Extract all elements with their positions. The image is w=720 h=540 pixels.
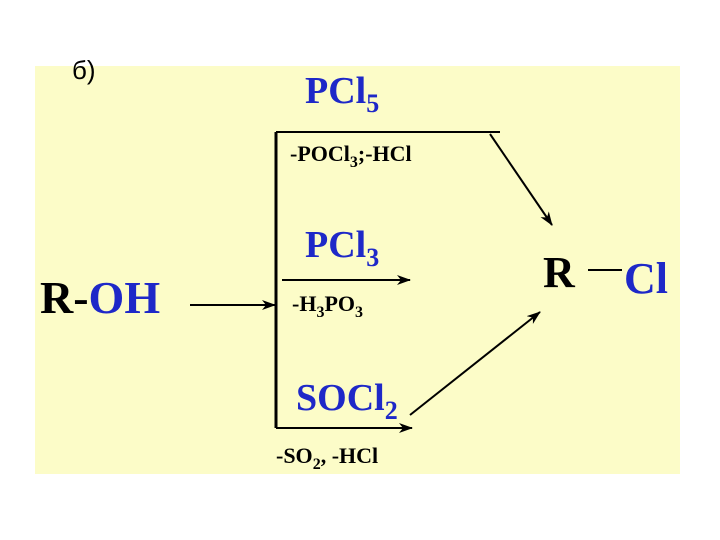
panel-label: б) [72,55,96,85]
reagent-pcl3: PCl3 [305,224,379,272]
reagent-pcl5-sub: 5 [366,89,379,118]
byproduct-sub: 3 [316,304,324,321]
byproduct-pocl3-hcl: -POCl3;-HCl [290,141,412,171]
bottom-diagonal-arrow [409,311,541,416]
reagent-pcl5: PCl5 [305,70,379,118]
byproduct-sub: 3 [355,304,363,321]
reagent-socl2-name: SOCl [296,377,385,419]
byproduct-sub: 2 [313,456,321,473]
reagent-pcl3-name: PCl [305,224,366,266]
byproduct-part: -POCl [290,141,350,166]
background-panel [35,66,680,474]
product-group: Cl [624,254,668,303]
reagent-socl2: SOCl2 [296,377,398,425]
reagent-pcl5-name: PCl [305,70,366,112]
reagent-pcl3-sub: 3 [366,243,379,272]
byproduct-so2-hcl: -SO2, -HCl [276,443,378,473]
byproduct-part: PO [324,291,355,316]
reactant-formula: R-OH [40,272,160,323]
top-branch-arrow [489,133,553,226]
byproduct-part: , -HCl [321,443,378,468]
reactant-group: OH [89,272,161,323]
byproduct-sub: 3 [350,154,358,171]
byproduct-part: -SO [276,443,313,468]
byproduct-part: ;-HCl [358,141,412,166]
byproduct-part: -H [292,291,316,316]
reagent-socl2-sub: 2 [385,396,398,425]
product-r: R [543,248,576,297]
reactant-r: R- [40,272,89,323]
byproduct-h3po3: -H3PO3 [292,291,363,321]
